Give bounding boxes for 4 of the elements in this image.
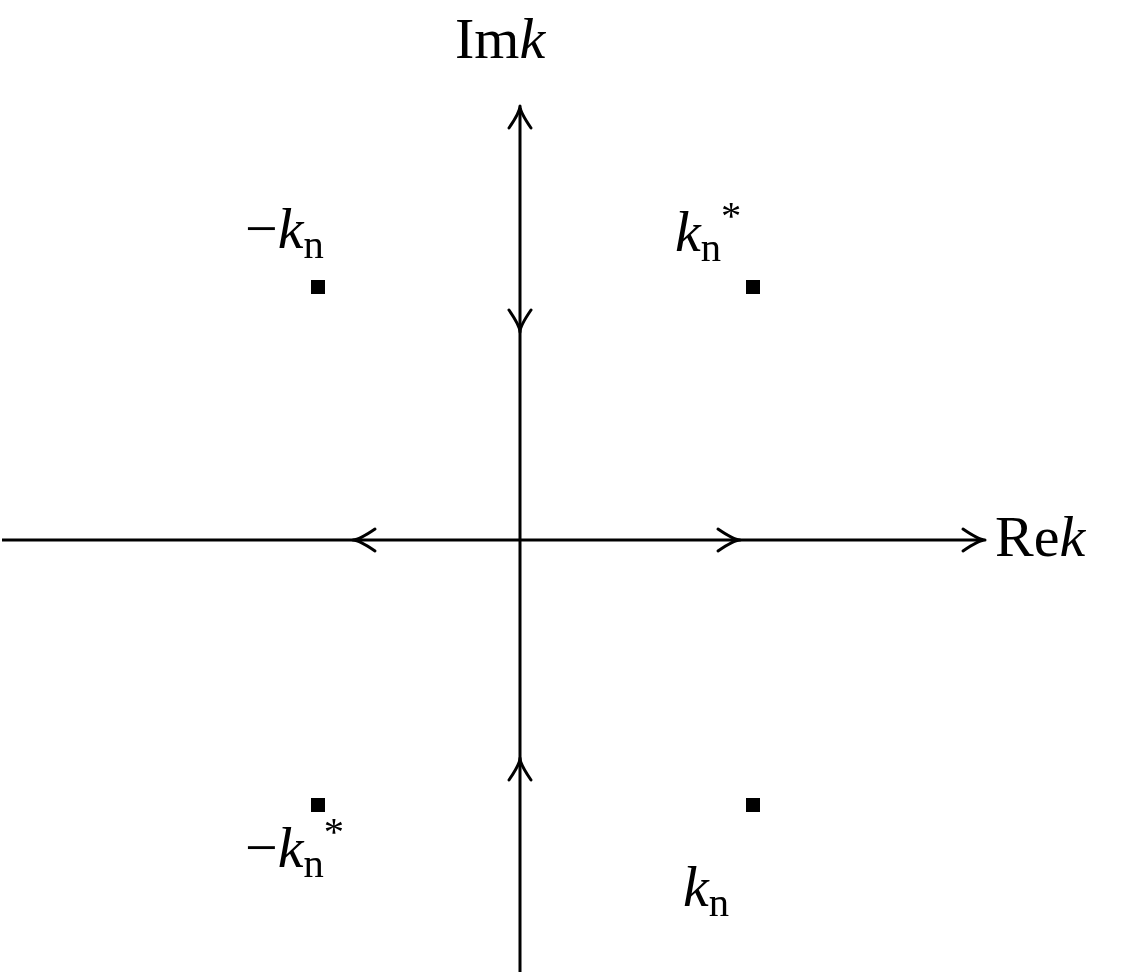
point-label: k$_{n}$ <box>683 858 730 924</box>
axis-label: Rek <box>995 508 1086 566</box>
axis-label: Imk <box>455 10 546 68</box>
point-label: −k$_{n}$ <box>245 200 324 266</box>
